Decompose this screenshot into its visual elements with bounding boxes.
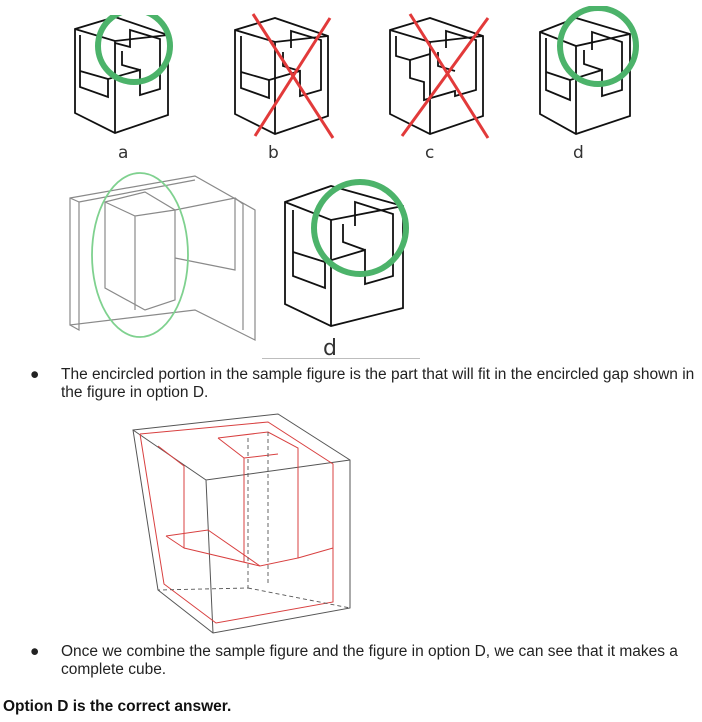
bullet-text: The encircled portion in the sample figu… (61, 366, 695, 401)
bullet-marker: ● (30, 366, 40, 383)
option-figure-d (539, 6, 639, 135)
highlight-circle (311, 179, 409, 277)
option-figure-c (389, 13, 490, 139)
option-figure-b (234, 13, 335, 139)
highlight-circle (557, 6, 639, 87)
cross-mark (251, 13, 335, 139)
combined-cube-figure (132, 413, 351, 634)
highlight-circle (95, 15, 173, 85)
selected-option-label: d (323, 336, 337, 361)
option-label-d: d (573, 143, 584, 163)
highlight-circle (91, 172, 189, 338)
bullet-text: Once we combine the sample figure and th… (61, 643, 678, 678)
option-label-b: b (268, 143, 279, 163)
sample-figure (69, 172, 256, 341)
bullet-marker: ● (30, 643, 40, 660)
option-label-a: a (118, 143, 129, 163)
selected-option-figure (284, 179, 409, 327)
cross-mark (400, 13, 490, 139)
caption-underline (262, 358, 420, 359)
option-label-c: c (425, 143, 435, 163)
conclusion-text: Option D is the correct answer. (3, 698, 232, 715)
option-figure-a (74, 15, 173, 134)
